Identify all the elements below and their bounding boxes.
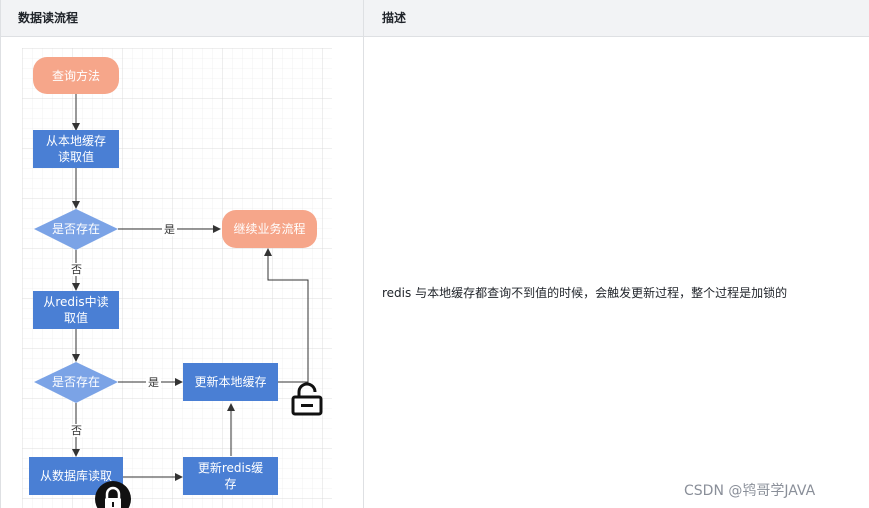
edge-label-no-2: 否 xyxy=(69,424,84,437)
edge-label-yes-2: 是 xyxy=(146,376,161,389)
header-description: 描述 xyxy=(363,0,869,37)
node-check-exists-1: 是否存在 xyxy=(51,222,100,236)
lock-open-icon xyxy=(291,382,323,416)
node-query-method: 查询方法 xyxy=(33,57,119,94)
grid-background xyxy=(22,48,332,508)
edge-label-yes-1: 是 xyxy=(162,223,177,236)
node-read-local-cache: 从本地缓存 读取值 xyxy=(33,130,119,168)
header-data-read-flow: 数据读流程 xyxy=(18,11,79,25)
node-read-redis: 从redis中读 取值 xyxy=(33,291,119,329)
flowchart-diagram: 查询方法 从本地缓存 读取值 是否存在 继续业务流程 从redis中读 取值 是… xyxy=(22,48,332,508)
column-divider xyxy=(363,0,364,508)
edge-local-update-to-continue xyxy=(264,248,309,383)
csdn-watermark: CSDN @鸨哥学JAVA xyxy=(684,483,816,499)
description-text: redis 与本地缓存都查询不到值的时候，会触发更新过程，整个过程是加锁的 xyxy=(382,286,788,300)
table-header-row: 数据读流程 描述 xyxy=(0,0,869,37)
flowchart-canvas xyxy=(22,48,332,508)
node-update-local-cache: 更新本地缓存 xyxy=(183,363,278,401)
decision-diamond-1 xyxy=(34,209,118,250)
table-left-border xyxy=(0,0,1,508)
lock-closed-icon xyxy=(95,481,131,508)
node-update-redis-cache: 更新redis缓 存 xyxy=(183,457,278,495)
decision-diamond-2 xyxy=(34,362,118,403)
node-continue-flow: 继续业务流程 xyxy=(222,210,317,248)
edge-label-no-1: 否 xyxy=(69,263,84,276)
node-check-exists-2: 是否存在 xyxy=(51,375,100,389)
